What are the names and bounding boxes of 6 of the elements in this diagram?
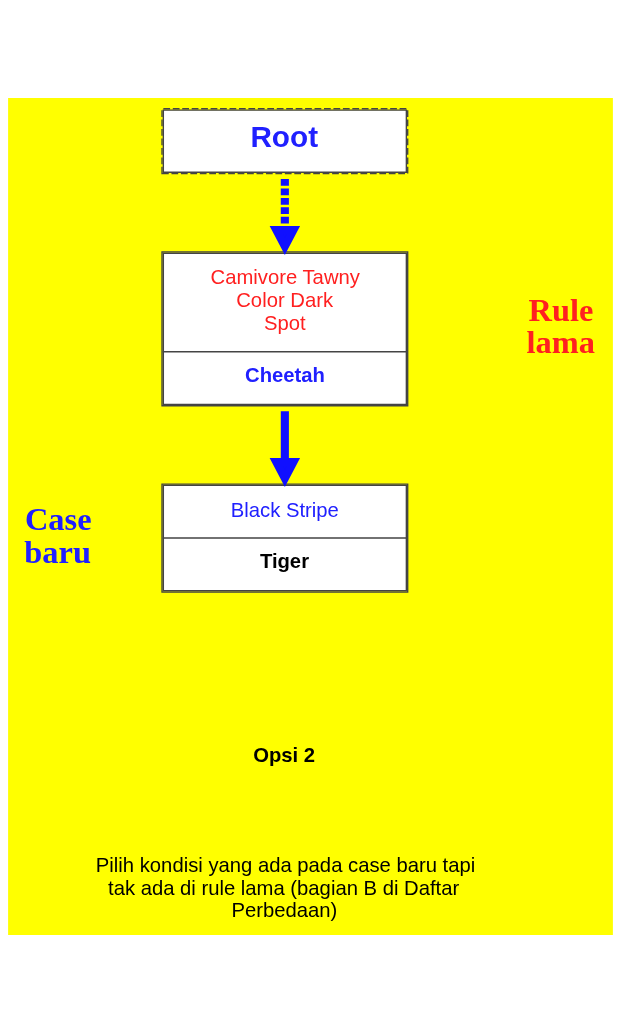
node-label: Rule lama (526, 292, 595, 361)
label: Pilih kondisi yang ada pada case baru tapi tak ada di rule lama (bagian B di Daftar Perbedaan) (95, 853, 476, 922)
arrow (269, 411, 301, 487)
node-label: Case baru (24, 501, 92, 570)
arrow (269, 179, 301, 255)
label: Opsi 2 (253, 743, 316, 766)
